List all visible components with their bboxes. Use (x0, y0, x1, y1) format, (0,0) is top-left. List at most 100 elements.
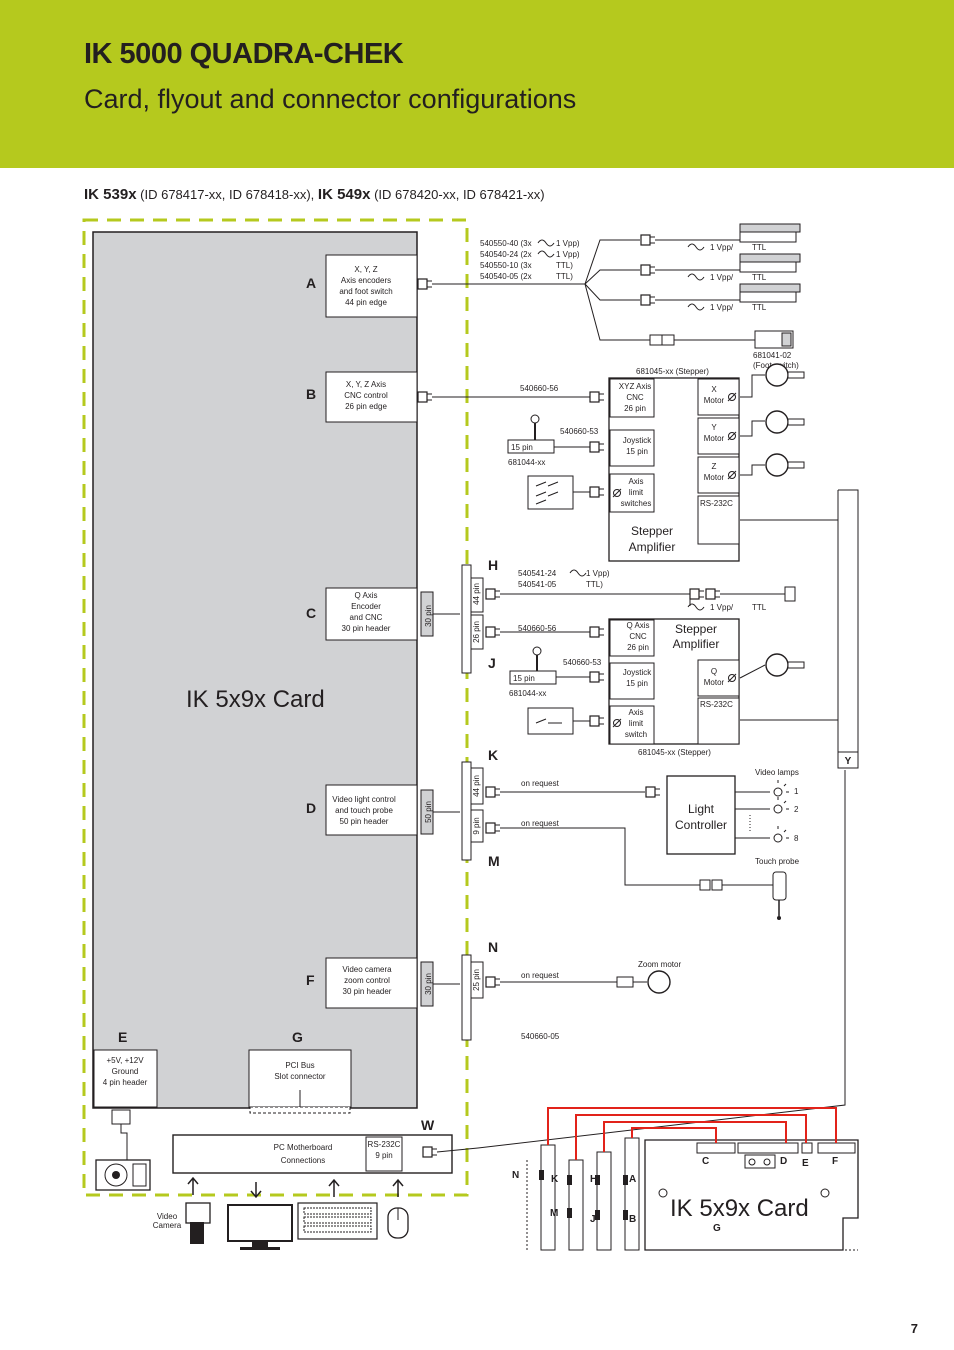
card-illustration-title: IK 5x9x Card (670, 1195, 809, 1222)
y-splitter (837, 751, 859, 769)
page-subtitle: Card, flyout and connector configuration… (84, 84, 577, 114)
encoder-cables (432, 239, 650, 341)
svg-text:D: D (780, 1156, 787, 1167)
letter-k: K (488, 747, 498, 763)
xyz-motor-cables (740, 374, 765, 476)
y-splitter-label: Y (845, 756, 852, 767)
model-ids-539: (ID 678417-xx, ID 678418-xx), (136, 187, 318, 202)
q-encoder-cable (500, 593, 691, 606)
encoder-cable-values: 1 Vpp) 1 Vpp) TTL) TTL) (556, 239, 582, 281)
card-title: IK 5x9x Card (186, 686, 325, 713)
svg-text:N: N (512, 1170, 519, 1181)
linear-encoder-icons (739, 223, 801, 303)
joystick-2-id: 681044-xx (509, 689, 546, 698)
amp2-rs232 (697, 697, 740, 745)
header-30pin-c: 30 pin (420, 591, 434, 637)
zoom-motor-icon (647, 970, 671, 994)
joystick-1-pin: 15 pin (511, 443, 533, 452)
header-30pin-f: 30 pin (420, 961, 434, 1007)
x-motor-icon (765, 410, 805, 434)
power-supply-icon (95, 1109, 151, 1191)
svg-text:26 pin: 26 pin (472, 621, 481, 643)
zoom-motor-label: Zoom motor (638, 960, 681, 969)
letter-f: F (306, 972, 315, 988)
probe-cable (500, 827, 700, 886)
mouse-icon (387, 1207, 409, 1239)
joystick-1-icon (507, 414, 555, 454)
signal-label-1: 1 Vpp/TTL (710, 243, 767, 252)
red-wires (547, 1107, 837, 1160)
stepper-id-1: 681045-xx (Stepper) (636, 367, 709, 376)
z-motor-icon (765, 453, 805, 477)
letter-e: E (118, 1029, 127, 1045)
amp1-rs232-text: RS-232C (700, 499, 733, 508)
cable-540660-53-1: 540660-53 (560, 427, 599, 436)
amp1-joystick (609, 429, 655, 467)
encoder-leads (655, 239, 755, 341)
lamp-wires (735, 791, 770, 839)
rs232-cable (436, 770, 846, 1153)
stepper-id-2: 681045-xx (Stepper) (638, 748, 711, 757)
block-a (325, 254, 418, 318)
svg-text:44 pin: 44 pin (472, 583, 481, 605)
plug-light (645, 786, 661, 798)
svg-text:A: A (629, 1174, 636, 1185)
letter-a: A (306, 275, 316, 291)
bracket-h: 44 pin 26 pin (461, 564, 484, 674)
svg-text:H: H (590, 1174, 597, 1185)
probe-tip (777, 916, 781, 920)
video-lamps-label: Video lamps (755, 768, 799, 777)
plug-amp1-limit (589, 486, 605, 498)
plug-amp1-joystick (589, 441, 605, 453)
svg-text:30 pin: 30 pin (424, 605, 433, 627)
plug-n (485, 976, 501, 988)
plug-b (417, 391, 433, 403)
amp2-limit (609, 705, 655, 745)
letter-b: B (306, 386, 316, 402)
cable-540660-05: 540660-05 (521, 1032, 560, 1041)
plug-j-cnc (485, 626, 501, 638)
amp1-xyz-cnc (609, 378, 655, 418)
on-request-n: on request (521, 971, 560, 980)
pc-boundary (82, 218, 469, 1197)
card-illustration (526, 1137, 859, 1251)
bracket-k: 44 pin 9 pin (461, 761, 484, 861)
model-name-539: IK 539x (84, 186, 137, 203)
bracket-n: 25 pin (461, 954, 484, 1041)
plug-amp2-limit (589, 715, 605, 727)
encoder-connectors (640, 234, 675, 346)
plug-m (485, 822, 501, 834)
video-camera-icon (185, 1202, 211, 1244)
block-c (325, 587, 418, 641)
block-b (325, 371, 418, 423)
q-motor-cable (739, 664, 766, 679)
letter-d: D (306, 800, 316, 816)
signal-label-4: 1 Vpp/TTL (710, 603, 767, 612)
cable-540660-56-j: 540660-56 (518, 624, 557, 633)
svg-text:F: F (832, 1156, 838, 1167)
joystick-1-id: 681044-xx (508, 458, 545, 467)
on-request-m: on request (521, 819, 560, 828)
motor-off-icons-2 (612, 673, 737, 728)
svg-text:B: B (629, 1214, 636, 1225)
svg-text:9 pin: 9 pin (472, 817, 481, 834)
page-number: 7 (910, 1321, 918, 1336)
